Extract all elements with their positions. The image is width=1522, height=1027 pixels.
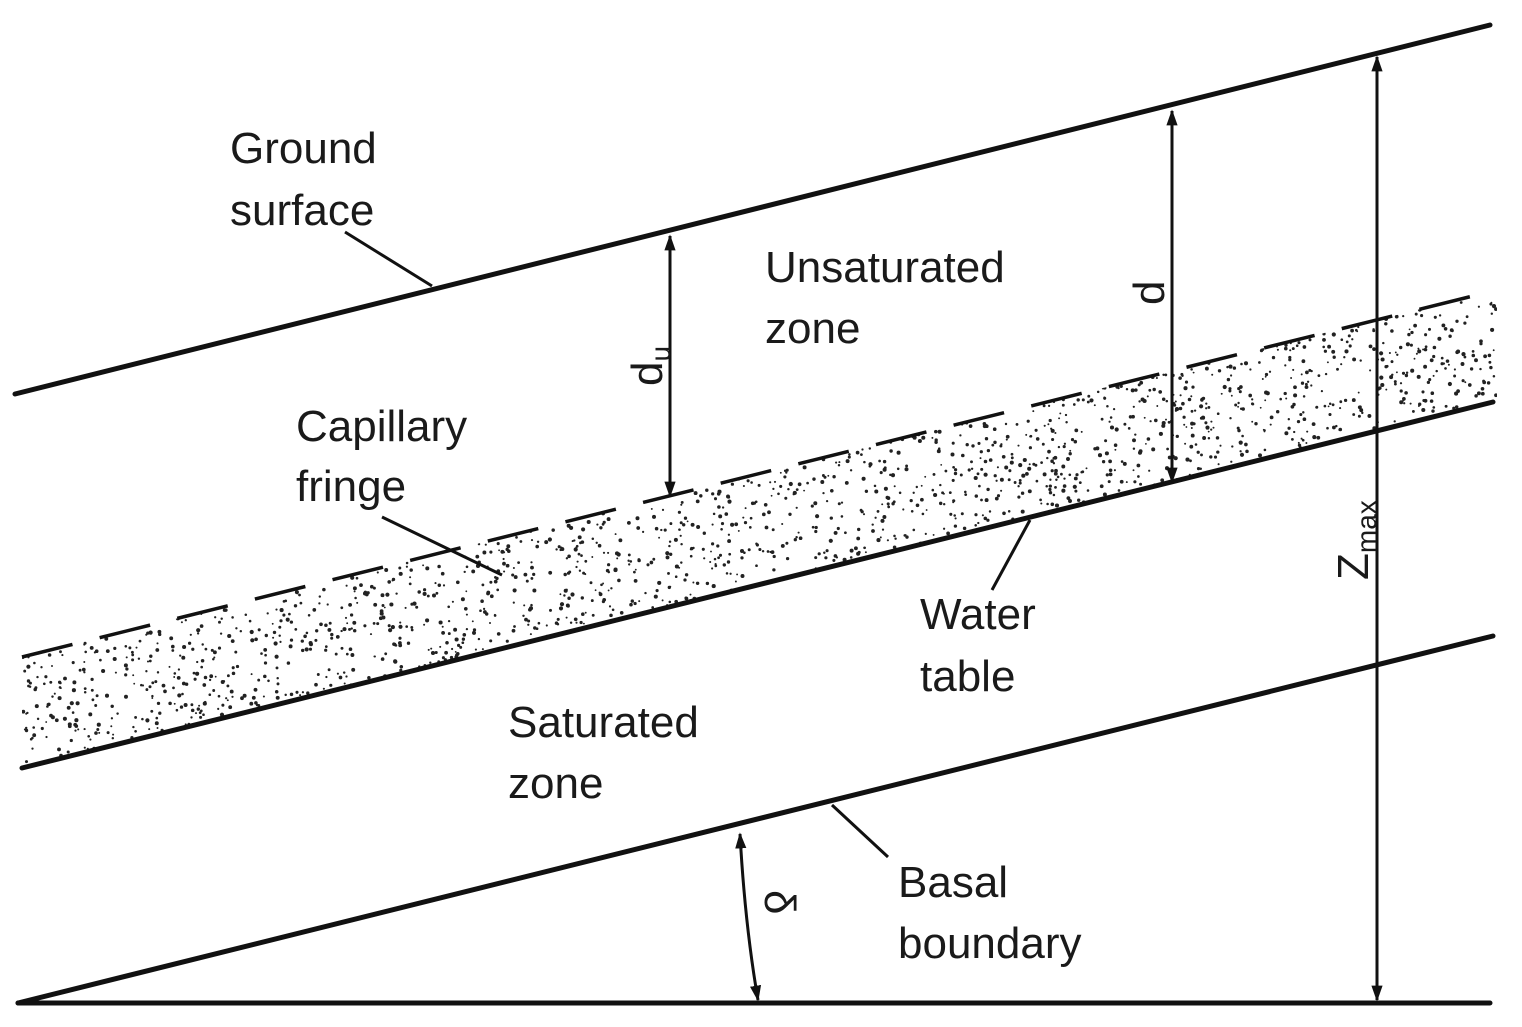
slope-angle-arc: [735, 832, 762, 1002]
capillary-fringe-label: Capillary fringe: [296, 402, 479, 511]
capillary-fringe-stipple: [22, 301, 1497, 764]
water-table-line: [19, 399, 1496, 771]
ground-surface-line: [12, 22, 1493, 397]
saturated-zone-label: Saturated zone: [508, 698, 711, 808]
unsaturated-zone-label: Unsaturated zone: [765, 243, 1017, 353]
capillary-fringe-leader: [381, 515, 503, 577]
basal-boundary-leader: [830, 803, 890, 859]
basal-boundary-label: Basal boundary: [898, 858, 1081, 968]
du-symbol-label: du: [623, 346, 676, 386]
water-table-label: Water table: [920, 590, 1048, 701]
d-symbol-label: d: [1125, 281, 1174, 305]
ground-surface-leader: [344, 230, 433, 288]
zmax-symbol-label: Zmax: [1329, 500, 1382, 580]
basal-boundary-line: [15, 633, 1496, 1006]
capillary-fringe-top-dashed-line: [21, 288, 1498, 659]
water-table-leader: [990, 519, 1032, 591]
slope-angle-symbol-label: δ: [755, 890, 804, 915]
ground-surface-label: Ground surface: [230, 124, 389, 235]
